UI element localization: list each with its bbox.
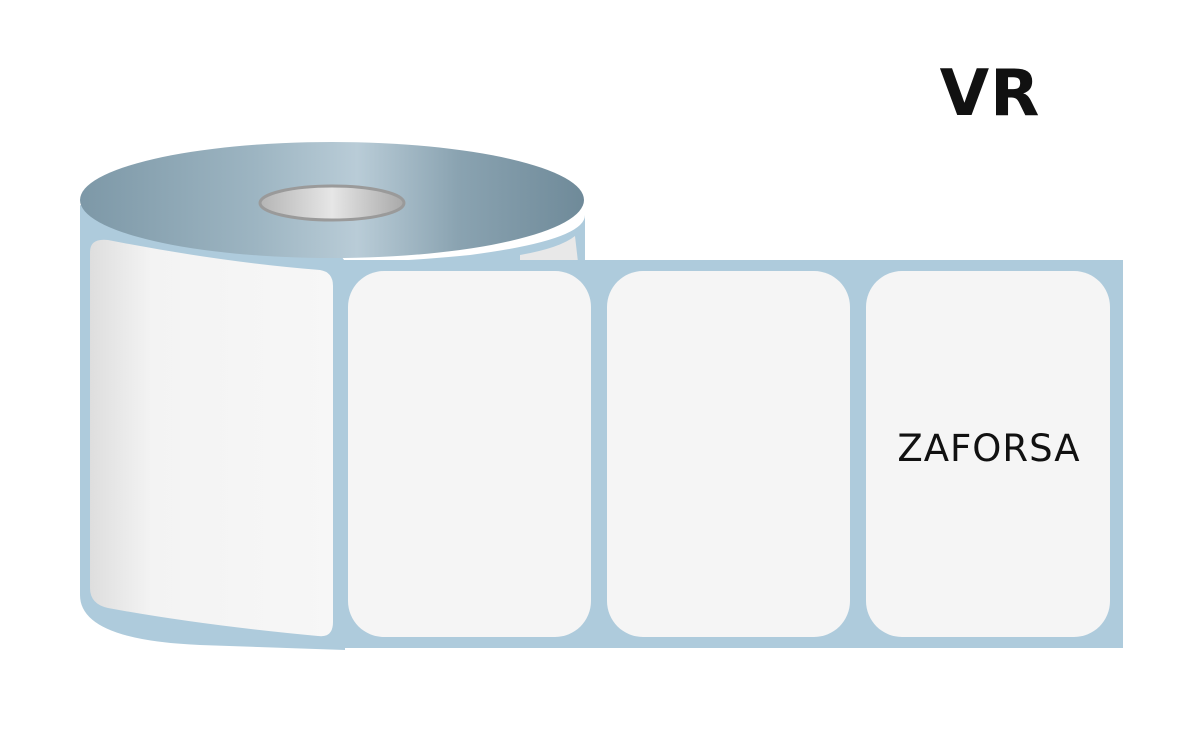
label-1 <box>348 271 591 637</box>
roll-side <box>345 215 585 262</box>
label-3 <box>866 271 1110 637</box>
label-3-text: ZAFORSA <box>897 427 1081 470</box>
roll-edge-sliver <box>520 236 578 262</box>
roll-core <box>258 184 406 222</box>
brand-code: VR <box>939 57 1041 131</box>
label-2 <box>607 271 850 637</box>
roll-label-face <box>90 239 333 637</box>
